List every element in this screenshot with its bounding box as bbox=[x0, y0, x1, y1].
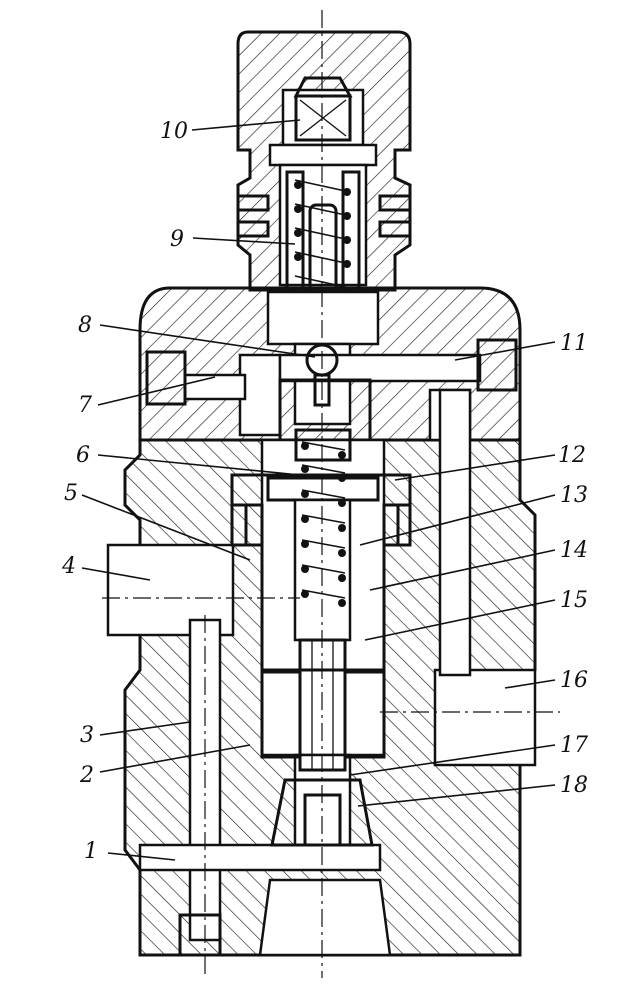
adjusting-screw bbox=[293, 76, 353, 142]
label-10: 10 bbox=[160, 119, 188, 144]
leader-lines bbox=[81, 119, 556, 861]
label-4: 4 bbox=[61, 554, 76, 579]
lower-spring bbox=[301, 441, 346, 607]
label-9: 9 bbox=[170, 227, 184, 252]
label-17: 17 bbox=[560, 733, 588, 758]
label-5: 5 bbox=[64, 481, 78, 506]
label-11: 11 bbox=[560, 331, 588, 356]
label-7: 7 bbox=[78, 393, 92, 418]
label-13: 13 bbox=[560, 483, 588, 508]
label-16: 16 bbox=[560, 668, 588, 693]
label-18: 18 bbox=[560, 773, 588, 798]
label-6: 6 bbox=[76, 443, 90, 468]
label-2: 2 bbox=[79, 763, 94, 788]
label-1: 1 bbox=[84, 839, 98, 864]
top-cap bbox=[236, 30, 412, 292]
part-labels: 1 2 3 4 5 6 7 8 9 10 11 12 13 14 15 16 1… bbox=[61, 119, 588, 864]
label-8: 8 bbox=[78, 313, 92, 338]
label-15: 15 bbox=[560, 588, 588, 613]
label-12: 12 bbox=[558, 443, 586, 468]
label-14: 14 bbox=[560, 538, 588, 563]
label-3: 3 bbox=[80, 723, 94, 748]
